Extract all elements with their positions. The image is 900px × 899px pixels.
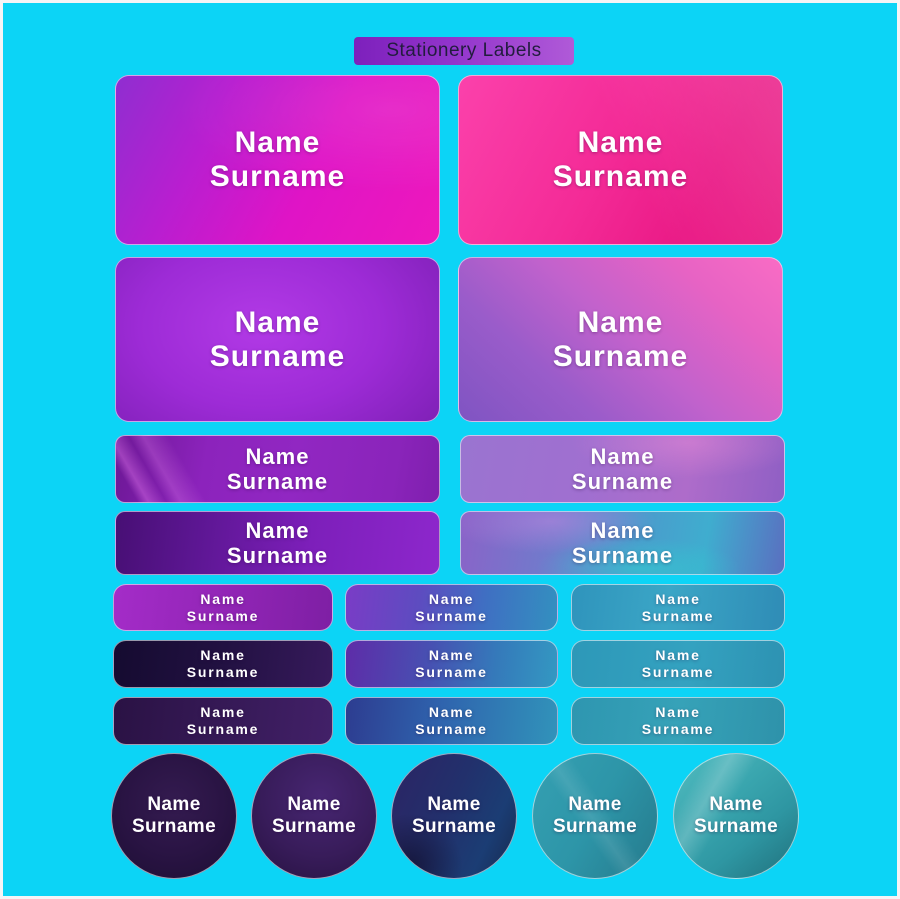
label-surname-text: Surname (571, 543, 674, 568)
label-name-text: Name (709, 794, 763, 815)
label-surname-text: Surname (411, 816, 497, 837)
label-surname-text: Surname (552, 339, 689, 373)
label-surname-text: Surname (552, 160, 689, 193)
label-name-text: Name (245, 444, 310, 469)
label-surname-text: Surname (552, 816, 638, 837)
label-surname-text: Surname (186, 664, 260, 680)
label-name-text: Name (655, 647, 701, 663)
label-circle-3: Name Surname (391, 753, 517, 879)
label-surname-text: Surname (209, 160, 346, 193)
label-rect-medium-1: Name Surname (115, 435, 440, 503)
label-surname-text: Surname (641, 664, 715, 680)
label-name-text: Name (590, 444, 655, 469)
label-rect-small-5: Name Surname (345, 640, 558, 688)
label-surname-text: Surname (186, 607, 260, 624)
label-name-text: Name (200, 704, 246, 720)
label-rect-medium-4: Name Surname (460, 511, 785, 575)
label-circle-2: Name Surname (251, 753, 377, 879)
label-name-text: Name (655, 704, 701, 720)
label-name-text: Name (200, 647, 246, 663)
label-name-text: Name (590, 518, 655, 543)
label-name-text: Name (428, 590, 475, 607)
label-rect-small-8: Name Surname (345, 697, 558, 745)
label-surname-text: Surname (641, 607, 715, 624)
label-name-text: Name (427, 794, 481, 815)
label-name-text: Name (428, 704, 475, 720)
sheet-title: Stationery Labels (354, 37, 574, 65)
label-surname-text: Surname (415, 721, 488, 737)
label-circle-4: Name Surname (532, 753, 658, 879)
label-name-text: Name (245, 518, 310, 543)
label-rect-medium-3: Name Surname (115, 511, 440, 575)
label-surname-text: Surname (693, 816, 779, 837)
label-rect-small-6: Name Surname (571, 640, 785, 688)
label-name-text: Name (234, 305, 321, 339)
label-surname-text: Surname (226, 543, 329, 568)
label-rect-small-4: Name Surname (113, 640, 333, 688)
label-rect-medium-2: Name Surname (460, 435, 785, 503)
label-rect-small-1: Name Surname (113, 584, 333, 631)
label-name-text: Name (577, 126, 664, 159)
label-surname-text: Surname (209, 339, 346, 373)
label-rect-large-1: Name Surname (115, 75, 440, 245)
label-circle-5: Name Surname (673, 753, 799, 879)
label-name-text: Name (577, 305, 664, 339)
label-rect-small-3: Name Surname (571, 584, 785, 631)
label-name-text: Name (655, 590, 701, 607)
label-rect-large-2: Name Surname (458, 75, 783, 245)
label-surname-text: Surname (186, 721, 260, 737)
label-rect-large-4: Name Surname (458, 257, 783, 422)
label-name-text: Name (200, 590, 246, 607)
label-surname-text: Surname (641, 721, 715, 737)
label-rect-small-7: Name Surname (113, 697, 333, 745)
label-name-text: Name (147, 794, 201, 815)
label-name-text: Name (287, 794, 341, 815)
sheet-title-text: Stationery Labels (386, 40, 542, 61)
label-name-text: Name (234, 126, 321, 159)
label-surname-text: Surname (271, 816, 357, 837)
label-surname-text: Surname (415, 664, 488, 680)
label-rect-small-2: Name Surname (345, 584, 558, 631)
label-surname-text: Surname (131, 816, 217, 837)
label-name-text: Name (428, 647, 475, 663)
label-surname-text: Surname (571, 469, 674, 494)
label-surname-text: Surname (226, 469, 329, 494)
label-rect-small-9: Name Surname (571, 697, 785, 745)
label-name-text: Name (568, 794, 622, 815)
label-surname-text: Surname (415, 607, 488, 624)
label-rect-large-3: Name Surname (115, 257, 440, 422)
label-circle-1: Name Surname (111, 753, 237, 879)
